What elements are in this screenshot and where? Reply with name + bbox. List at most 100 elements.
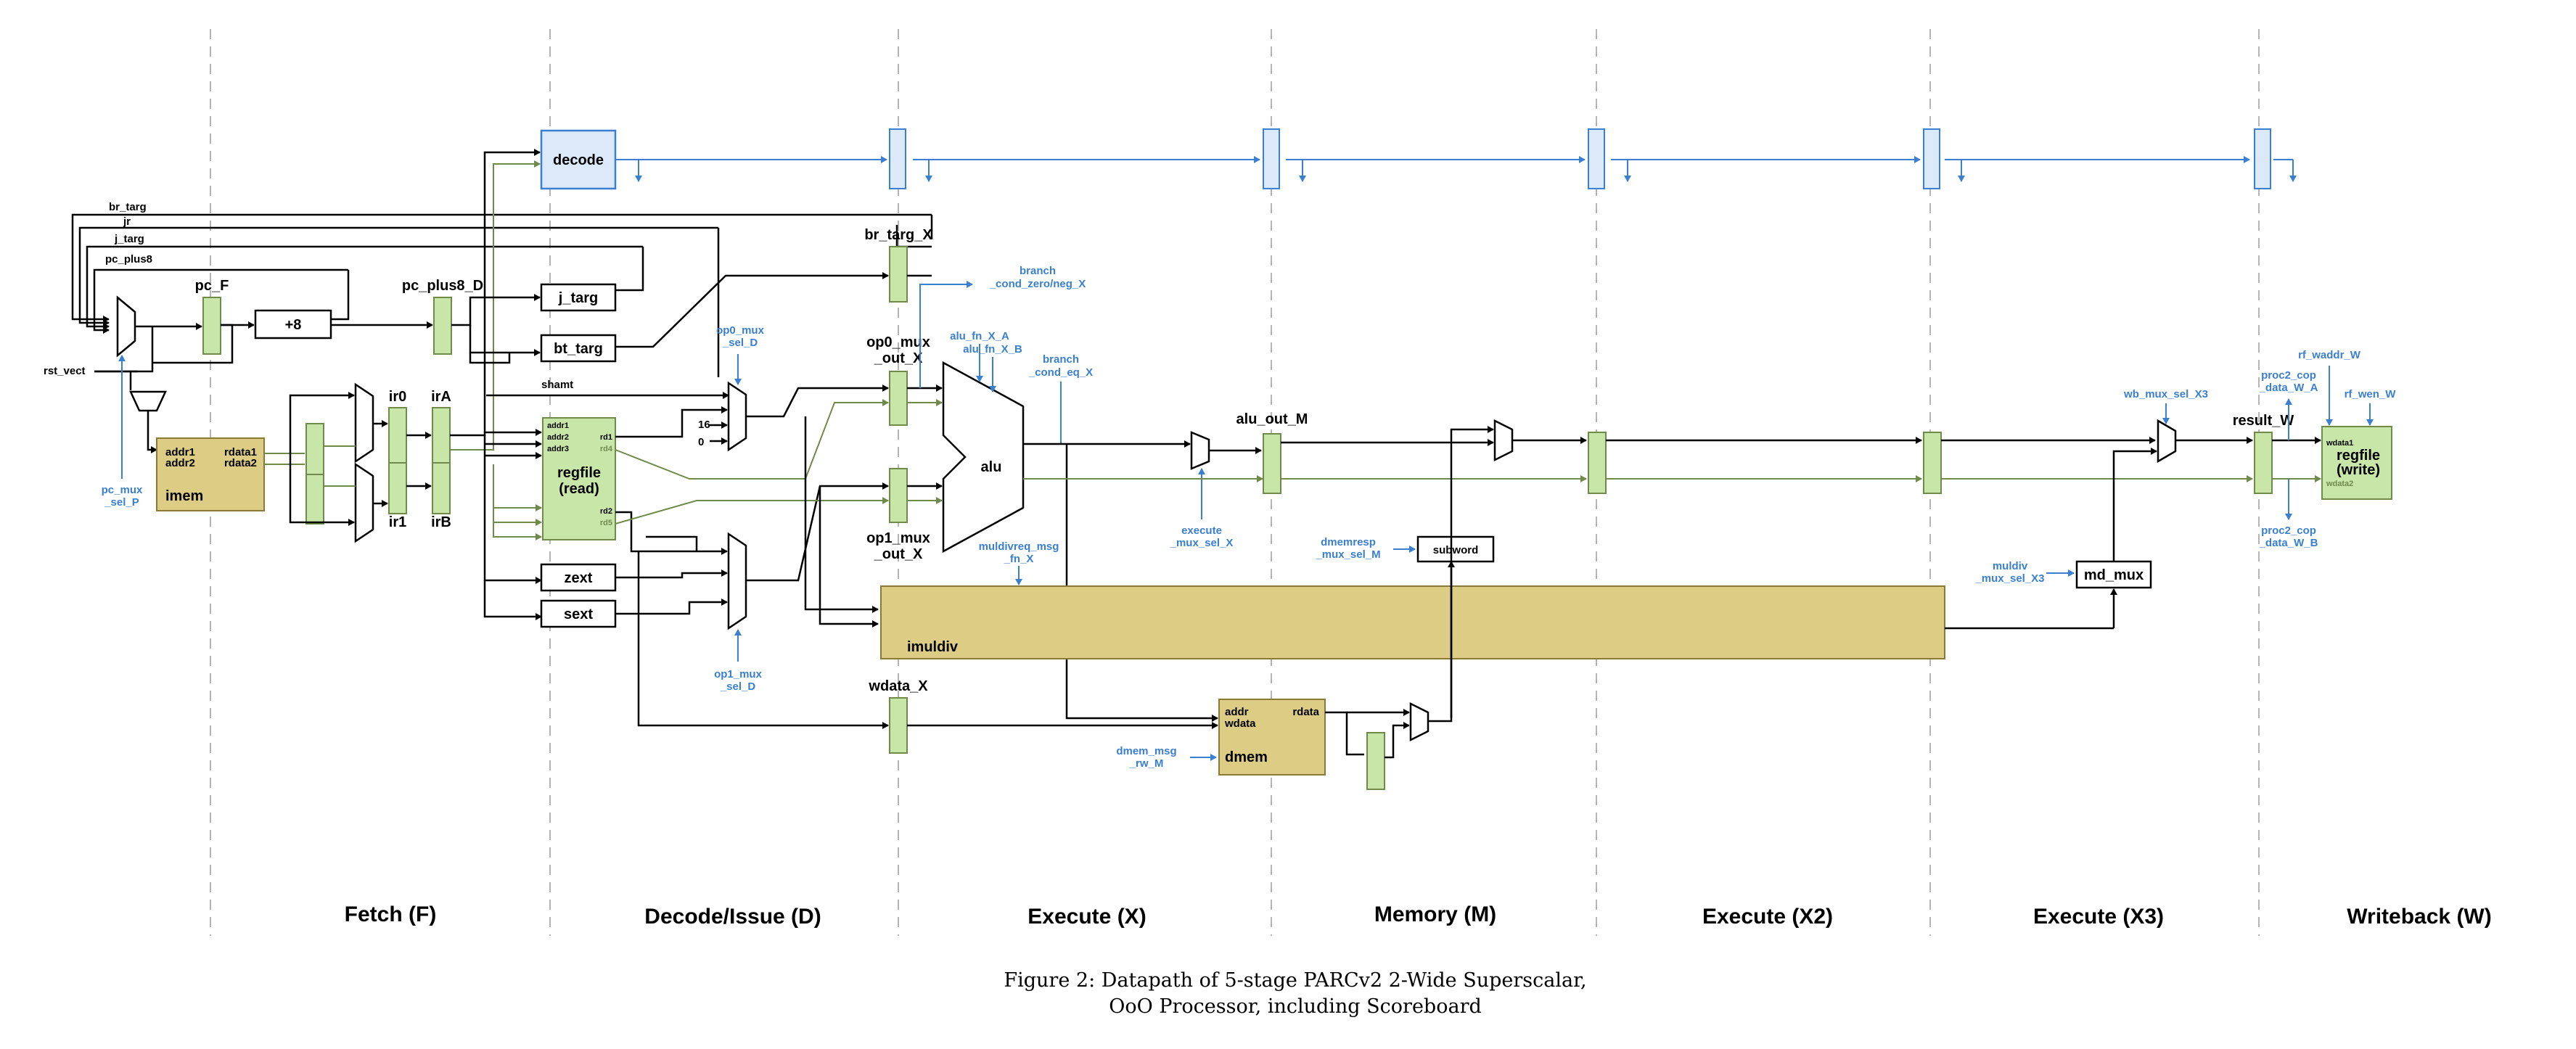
op1-mux-sel-d-label-2: _sel_D (720, 680, 756, 693)
regfile-read-line1: regfile (557, 465, 601, 481)
caption-line-1: Figure 2: Datapath of 5-stage PARCv2 2-W… (1004, 969, 1586, 992)
stage-dividers (210, 29, 2260, 936)
j-targ-box (540, 283, 617, 312)
zext-label: zext (565, 570, 593, 586)
execute-stage: br_targ_X op0_mux _out_X op1_mux _out_X … (864, 227, 1945, 754)
alu-fn-x-b-label: alu_fn_X_B (963, 343, 1022, 355)
execute-x2-stage (1588, 432, 1922, 494)
branch-cond-zero-neg-x-label-1: branch (1020, 265, 1056, 277)
muldiv-mux-sel-x3-label-1: muldiv (1993, 560, 2028, 572)
proc2-cop-data-w-b-label-1: proc2_cop (2261, 524, 2316, 537)
pc-f-label: pc_F (195, 278, 229, 294)
op0-mux-out-x-reg (889, 371, 908, 426)
imuldiv-block (880, 585, 1945, 659)
x2-reg (1588, 432, 1607, 494)
result-w-label: result_W (2233, 413, 2294, 429)
regfile-read-block (542, 417, 616, 540)
regfile-write-line2: (write) (2337, 462, 2380, 478)
stage-writeback: Writeback (W) (2347, 905, 2491, 929)
op1-mux-sel-d-label-1: op1_mux (714, 668, 763, 680)
zext-box (540, 563, 617, 592)
op0-mux-sel-d-label-1: op0_mux (716, 324, 765, 337)
ira-label: irA (431, 389, 451, 405)
branch-cond-eq-x-label-1: branch (1043, 353, 1079, 366)
md-mux-label: md_mux (2084, 567, 2144, 583)
caption-line-2: OoO Processor, including Scoreboard (1109, 995, 1482, 1018)
alu-out-m-label: alu_out_M (1236, 411, 1308, 427)
j-targ-wire-label: j_targ (114, 233, 144, 245)
decode-reg-m (1263, 128, 1280, 189)
op0-mux-sel-d-label-2: _sel_D (722, 337, 758, 349)
dmem-resp-mux (1409, 702, 1429, 742)
regfile-read-addr3: addr3 (547, 445, 569, 453)
stage-execute: Execute (X) (1027, 905, 1146, 929)
dmem-rdata: rdata (1292, 706, 1319, 718)
subword-box (1416, 535, 1495, 563)
wdata-x-reg (889, 697, 908, 754)
pc-mux-sel-p-label-2: _sel_P (104, 496, 139, 509)
x3-reg (1923, 432, 1942, 494)
decode-label: decode (553, 152, 604, 168)
br-targ-wire-label: br_targ (109, 201, 147, 213)
ir0-mux (354, 382, 374, 464)
imem-addr1: addr1 (165, 446, 195, 458)
regfile-write-wdata1: wdata1 (2326, 439, 2353, 448)
decode-reg-x2 (1588, 128, 1605, 189)
dmem-addr: addr (1225, 706, 1249, 718)
branch-cond-eq-x-label-2: _cond_eq_X (1028, 366, 1093, 379)
decode-stage: j_targ bt_targ shamt addr1 addr2 addr3 r… (450, 149, 889, 729)
subword-mux (1493, 419, 1514, 462)
branch-cond-zero-neg-x-label-2: _cond_zero/neg_X (989, 278, 1086, 290)
plus8-adder (254, 309, 332, 340)
sext-label: sext (564, 606, 593, 622)
execute-mux-sel-x-label-2: _mux_sel_X (1170, 537, 1234, 549)
imem-rdata2: rdata2 (224, 457, 257, 469)
decode-reg-w (2254, 128, 2271, 189)
stage-execute-x2: Execute (X2) (1702, 905, 1833, 929)
br-targ-x-label: br_targ_X (864, 227, 932, 243)
pc-plus8-d-label: pc_plus8_D (402, 278, 483, 294)
ira-reg (432, 407, 451, 464)
ir1-reg (388, 462, 407, 514)
figure-caption: Figure 2: Datapath of 5-stage PARCv2 2-W… (1004, 969, 1586, 1018)
rst-vect-label: rst_vect (44, 365, 86, 377)
ir1-mux (354, 462, 374, 543)
subword-label: subword (1433, 544, 1479, 556)
op1-mux-out-x-label-1: op1_mux (866, 530, 930, 546)
ir1-label: ir1 (389, 514, 406, 530)
ir0-label: ir0 (389, 389, 406, 405)
stage-decode: Decode/Issue (D) (644, 905, 821, 929)
dmem-wdata: wdata (1224, 717, 1256, 730)
op1-mux-out-x-label-2: _out_X (874, 546, 923, 562)
muldiv-mux-sel-x3-label-2: _mux_sel_X3 (1974, 572, 2044, 585)
regfile-read-rd1: rd1 (600, 433, 612, 442)
rf-wen-w-label: rf_wen_W (2345, 388, 2397, 400)
regfile-read-addr1: addr1 (547, 421, 569, 430)
decode-pipeline: decode (540, 128, 2297, 190)
regfile-read-addr2: addr2 (547, 433, 569, 442)
execute-mux-sel-x-label-1: execute (1181, 524, 1222, 537)
irb-reg (432, 462, 451, 514)
pc-f-reg (202, 297, 221, 355)
feedback-wires: br_targ jr j_targ pc_plus8 (71, 201, 933, 377)
sext-box (540, 599, 617, 628)
pc-mux-sel-p-label-1: pc_mux (102, 484, 143, 496)
imem-addr2: addr2 (165, 457, 195, 469)
op0-mux-out-x-label-1: op0_mux (866, 334, 930, 350)
stage-names: Fetch (F) Decode/Issue (D) Execute (X) M… (345, 902, 2492, 929)
proc2-cop-data-w-a-label-1: proc2_cop (2261, 369, 2316, 382)
ir0-reg (388, 407, 407, 464)
execute-mux (1190, 431, 1210, 470)
dmem-resp-reg (1366, 732, 1385, 790)
muldivreq-msg-fn-x-label-1: muldivreq_msg (979, 540, 1059, 553)
op0-mux-out-x-label-2: _out_X (874, 350, 923, 366)
execute-x3-stage: md_mux muldiv _mux_sel_X3 wb_mux_sel_X3 (1923, 388, 2253, 630)
alu (942, 361, 1025, 554)
regfile-read-rd5: rd5 (600, 519, 612, 527)
muldivreq-msg-fn-x-label-2: _fn_X (1004, 553, 1034, 565)
jr-wire-label: jr (123, 215, 131, 228)
regfile-read-rd4: rd4 (600, 445, 613, 453)
bt-targ-box (540, 334, 617, 363)
decode-reg-x3 (1923, 128, 1940, 189)
